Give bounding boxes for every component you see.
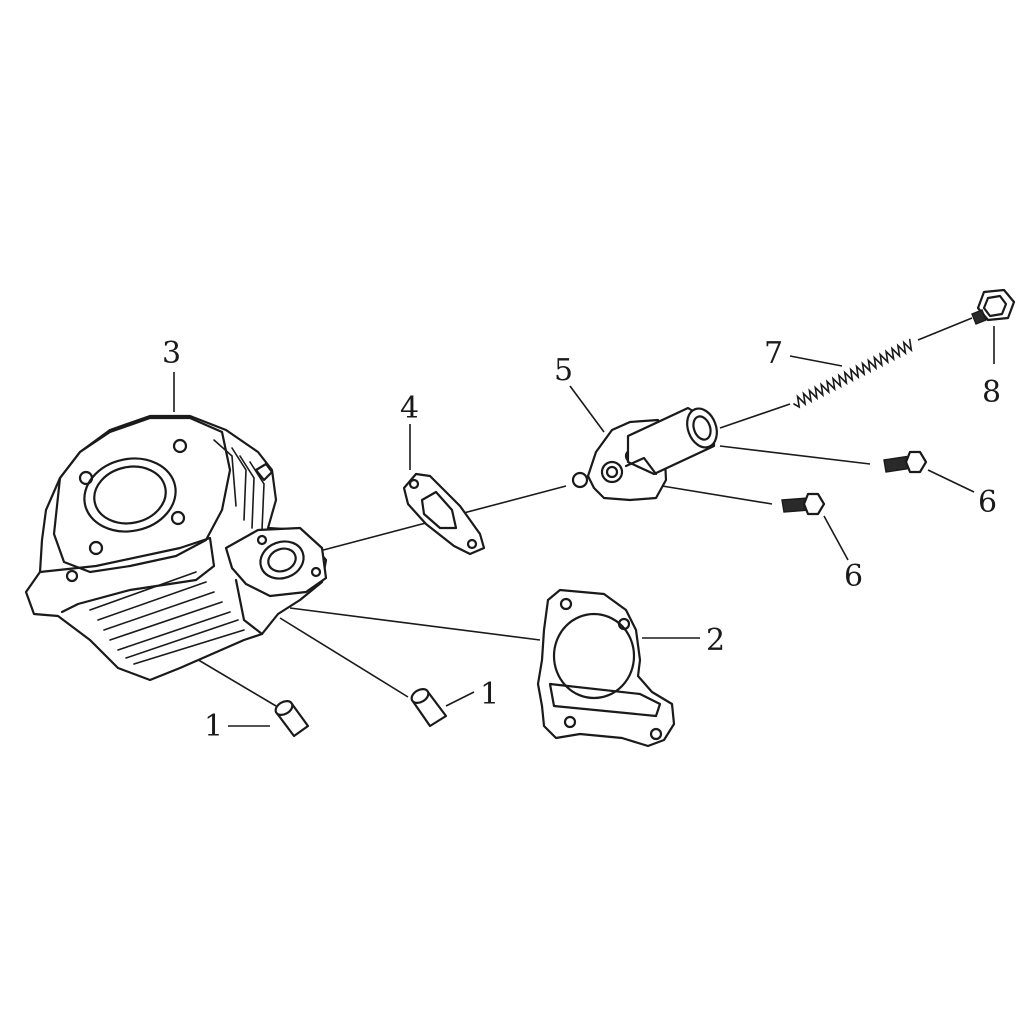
callout-tensioner-gasket: 4 — [400, 391, 419, 426]
callout-dowel-pin-right: 1 — [480, 677, 499, 712]
callout-bolt-upper: 6 — [978, 485, 997, 520]
dowel-pin-left — [274, 700, 310, 738]
callout-bolt-lower: 6 — [844, 559, 863, 594]
spring — [793, 338, 913, 409]
bolt-upper — [883, 450, 928, 474]
callout-cylinder: 3 — [162, 336, 181, 371]
cap-bolt — [971, 288, 1016, 325]
tensioner-gasket — [402, 472, 486, 556]
dowel-pin-right — [410, 688, 448, 728]
callout-cap-bolt: 8 — [982, 375, 1001, 410]
callout-cylinder-gasket: 2 — [706, 623, 725, 658]
callout-dowel-pin-left: 1 — [204, 709, 223, 744]
callout-tensioner: 5 — [554, 353, 573, 388]
callout-spring: 7 — [764, 336, 783, 371]
cylinder-gasket — [536, 588, 676, 748]
callout-labels: 3 4 5 7 8 6 6 2 1 1 — [162, 336, 1001, 744]
tensioner — [571, 406, 718, 502]
bolt-lower — [781, 492, 826, 516]
callout-leaders — [173, 326, 995, 727]
cylinder — [24, 414, 328, 682]
